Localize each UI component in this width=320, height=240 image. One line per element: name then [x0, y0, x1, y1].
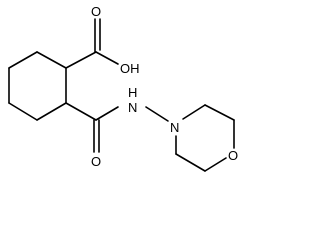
morpholine-ring	[175, 104, 235, 172]
cyclohexane-ring	[8, 51, 67, 121]
carboxylic-acid-group	[65, 18, 119, 69]
bond	[182, 104, 206, 120]
bond	[65, 102, 97, 121]
bond	[36, 51, 67, 69]
atom-label-morpholine-o: O	[228, 148, 238, 163]
bond	[36, 102, 67, 121]
bond	[95, 51, 119, 65]
bond	[8, 102, 38, 121]
atom-label-hydroxyl: OH	[120, 61, 140, 76]
structure-diagram: OH O H N O N O	[8, 4, 238, 172]
amide-group	[65, 102, 169, 153]
bond	[8, 51, 38, 69]
atom-label-amide-oxygen: O	[91, 154, 101, 169]
bond	[204, 104, 235, 121]
bond	[175, 153, 206, 172]
atom-label-amide-n: N	[128, 100, 137, 115]
atom-label-morpholine-n: N	[170, 120, 179, 135]
bond	[145, 106, 169, 122]
bond	[95, 106, 119, 121]
atom-label-acid-oxygen: O	[91, 4, 101, 19]
atom-label-amide-h: H	[128, 85, 137, 100]
molecule-drawing: OH O H N O N O	[8, 4, 238, 172]
bond	[204, 157, 227, 172]
bond	[65, 51, 97, 69]
